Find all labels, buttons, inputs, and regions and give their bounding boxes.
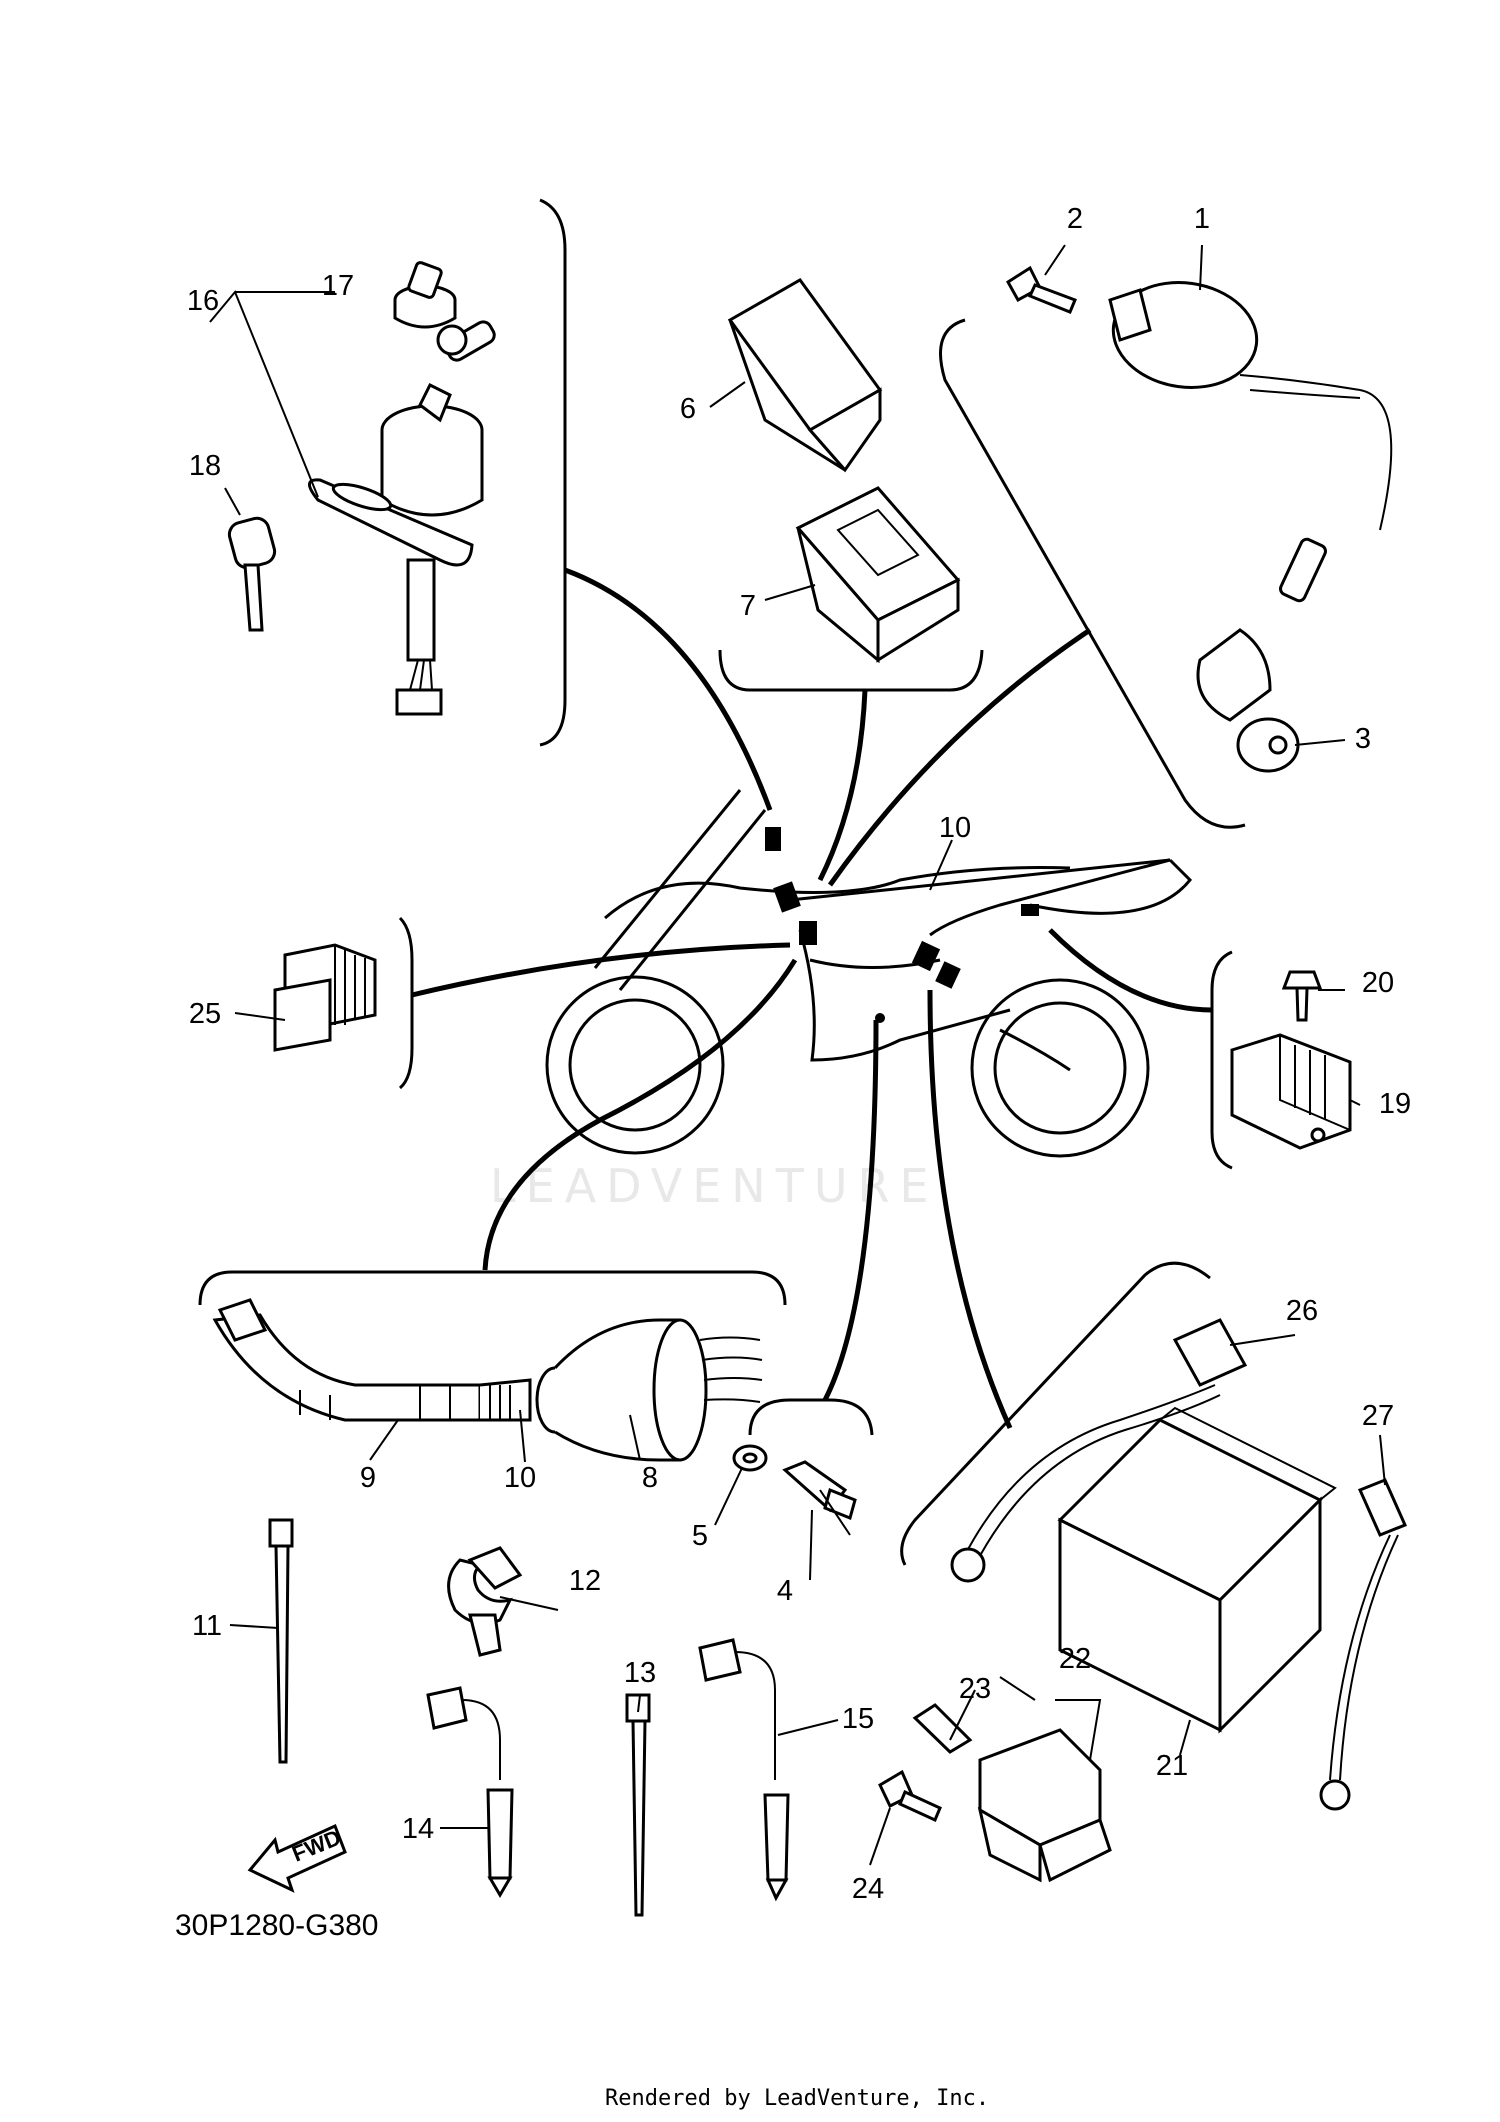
washer-5 (732, 1444, 768, 1472)
label-23: 23 (959, 1673, 991, 1705)
bracket-battery-group (900, 1261, 1211, 1566)
cap-17 (393, 261, 457, 329)
relay-6 (727, 278, 883, 473)
main-switch-16 (308, 320, 496, 716)
negative-lead-27 (1319, 1478, 1408, 1811)
wire-to-coil (827, 627, 1092, 887)
ignition-coil-1 (1108, 281, 1361, 399)
plug-cap-3 (1196, 389, 1393, 773)
cable-tie-11 (268, 1518, 294, 1764)
damper-8 (535, 1318, 763, 1462)
label-2: 2 (1067, 203, 1083, 235)
clamp-12 (447, 1546, 523, 1657)
label-16: 16 (187, 285, 219, 317)
label-27: 27 (1362, 1400, 1394, 1432)
bolt-2 (1006, 265, 1077, 314)
label-14: 14 (402, 1813, 434, 1845)
label-26: 26 (1286, 1295, 1318, 1327)
label-21: 21 (1156, 1750, 1188, 1782)
bolt-20 (1281, 970, 1323, 1022)
bracket-coil-group (939, 318, 1246, 829)
sensor-lead-15 (698, 1638, 790, 1902)
label-8: 8 (642, 1462, 658, 1494)
cable-tie-13 (625, 1693, 651, 1917)
label-25: 25 (189, 998, 221, 1030)
render-credit: Rendered by LeadVenture, Inc. (605, 2086, 989, 2111)
bracket-ignition-group (539, 198, 567, 747)
bolt-24 (878, 1769, 942, 1823)
label-17: 17 (322, 270, 354, 302)
label-7: 7 (740, 590, 756, 622)
wire-to-ignition (564, 567, 773, 811)
label-4: 4 (777, 1575, 793, 1607)
label-20: 20 (1362, 967, 1394, 999)
wire-to-battery (927, 989, 1013, 1430)
label-6: 6 (680, 393, 696, 425)
holder-7 (795, 486, 961, 664)
connector-25 (273, 943, 377, 1052)
label-22: 22 (1059, 1643, 1091, 1675)
bracket-regulator-19 (1210, 950, 1233, 1170)
bracket-23 (912, 1703, 973, 1754)
wire-to-harness (482, 958, 798, 1271)
battery-21 (1057, 1406, 1337, 1734)
regulator-19 (1230, 1033, 1352, 1150)
label-15: 15 (842, 1703, 874, 1735)
key-18 (227, 516, 277, 632)
label-24: 24 (852, 1873, 884, 1905)
label-19: 19 (1379, 1088, 1411, 1120)
label-13: 13 (624, 1657, 656, 1689)
label-18: 18 (189, 450, 221, 482)
part-number-labels: 1 2 3 4 5 6 7 8 9 10 10 11 12 13 14 15 1… (187, 203, 1411, 1905)
bracket-connector-25 (398, 916, 414, 1090)
leader-lines (209, 244, 1386, 1866)
wire-to-connector-25 (411, 942, 791, 998)
label-3: 3 (1355, 723, 1371, 755)
label-11: 11 (192, 1610, 222, 1642)
motorcycle-outline (545, 789, 1193, 1158)
battery-box-22 (977, 1728, 1112, 1883)
diagram-code: 30P1280-G380 (175, 1909, 379, 1942)
battery-lead-26 (950, 1318, 1248, 1583)
sensor-lead-14 (426, 1686, 514, 1898)
wire-10 (479, 1378, 532, 1422)
label-12: 12 (569, 1565, 601, 1597)
fwd-arrow-icon: FWD (247, 1823, 347, 1893)
bracket-cdi-group (718, 649, 984, 692)
bracket-neutral-switch (748, 1398, 874, 1436)
wire-to-cdi (817, 689, 868, 882)
neutral-switch-4 (782, 1460, 857, 1521)
wire-to-regulator (1048, 928, 1213, 1013)
wire-to-neutral-switch (822, 1019, 879, 1402)
bracket-harness-group (198, 1270, 787, 1306)
label-9: 9 (360, 1462, 376, 1494)
label-10-wire: 10 (504, 1462, 536, 1494)
label-5: 5 (692, 1520, 708, 1552)
label-10-harness: 10 (939, 812, 971, 844)
label-1: 1 (1194, 203, 1210, 235)
wire-harness-9 (212, 1298, 482, 1422)
watermark: LEADVENTURE (490, 1159, 939, 1213)
